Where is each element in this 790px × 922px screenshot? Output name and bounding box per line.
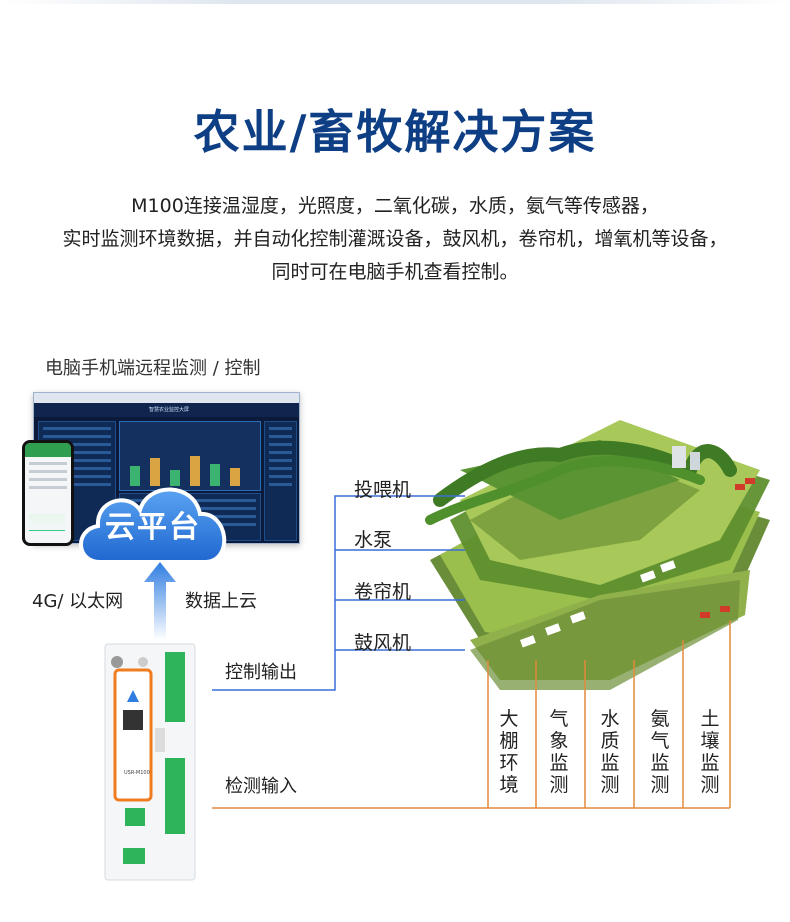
control-lines (212, 495, 465, 691)
monitor-label-greenhouse: 大棚环境 (499, 708, 519, 796)
control-output-label: 控制输出 (225, 662, 297, 683)
phone-app-image (22, 440, 74, 546)
device-model: USR-M100 (124, 770, 150, 776)
upload-label: 数据上云 (185, 591, 257, 612)
monitor-label-ammonia: 氨气监测 (650, 708, 670, 796)
page-title: 农业/畜牧解决方案 (193, 105, 597, 159)
machine-label: 鼓风机 (354, 632, 412, 654)
network-label: 4G/ 以太网 (32, 591, 124, 612)
farm-illustration (425, 420, 770, 690)
upload-arrow-icon (144, 562, 176, 640)
description-line: 同时可在电脑手机查看控制。 (271, 261, 519, 283)
machine-label: 卷帘机 (354, 581, 412, 603)
machine-label: 投喂机 (354, 479, 412, 501)
top-divider (0, 0, 790, 4)
monitor-label-water: 水质监测 (600, 708, 620, 796)
cloud-platform-label: 云平台 (105, 510, 201, 545)
machine-label: 水泵 (354, 529, 393, 551)
monitor-label-soil: 土壤监测 (700, 708, 720, 796)
monitor-label-weather: 气象监测 (549, 708, 569, 796)
description-line: M100连接温湿度，光照度，二氧化碳，水质，氨气等传感器， (131, 195, 659, 217)
remote-monitor-label: 电脑手机端远程监测 / 控制 (45, 358, 261, 379)
description: M100连接温湿度，光照度，二氧化碳，水质，氨气等传感器， 实时监测环境数据，并… (30, 190, 760, 289)
m100-device-image (104, 643, 196, 881)
detect-input-label: 检测输入 (225, 776, 297, 797)
monitor-title: 智慧农业监控大屏 (148, 407, 189, 413)
cloud-icon (79, 487, 227, 564)
detection-lines (212, 620, 731, 809)
description-line: 实时监测环境数据，并自动化控制灌溉设备，鼓风机，卷帘机，增氧机等设备， (62, 228, 728, 250)
